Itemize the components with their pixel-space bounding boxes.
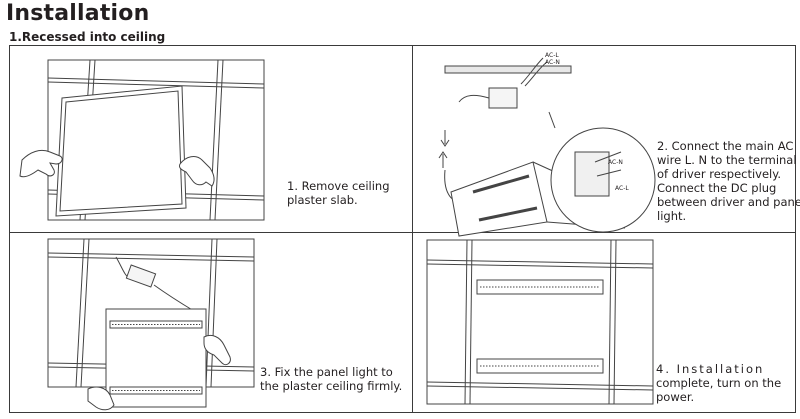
installation-steps-grid: 1. Remove ceiling plaster slab. [9,45,800,414]
driver-icon [489,88,517,108]
panel-light-icon [477,280,603,373]
grid-horizontal-divider [10,232,795,233]
step-2-line: 2. Connect the main AC [657,139,794,153]
step-3-cell: 3. Fix the panel light to the plaster ce… [10,233,412,414]
page-title: Installation [6,1,150,26]
step-3-text: 3. Fix the panel light to the plaster ce… [260,365,402,393]
ac-l-label: AC-L [615,185,629,192]
ac-n-label: AC-N [545,59,560,66]
step-1-line: plaster slab. [287,193,358,207]
step-1-line: 1. Remove ceiling [287,179,390,193]
connect-wires-illustration: AC-L AC-N AC-N AC-L [425,52,650,228]
step-3-line: 3. Fix the panel light to [260,365,393,379]
panel-light-icon [106,309,206,407]
ceiling-slab [56,86,186,216]
step-3-line: the plaster ceiling firmly. [260,379,403,393]
hand-icon [88,387,114,410]
step-2-line: wire L. N to the terminal [657,153,797,167]
step-4-cell: 4. Installation complete, turn on the po… [413,233,797,414]
step-2-line: of driver respectively. [657,167,782,181]
step-2-line: Connect the DC plug [657,181,777,195]
hand-icon [179,157,214,186]
step-2-line: light. [657,209,687,223]
arrow-icon [441,130,449,146]
remove-ceiling-slab-illustration [20,60,270,226]
fix-panel-illustration [18,239,258,413]
arrow-icon [439,152,447,168]
installation-complete-illustration [427,240,653,408]
step-4-text: 4. Installation complete, turn on the po… [656,362,781,404]
section-subtitle: 1.Recessed into ceiling [9,30,166,44]
panel-light-icon [451,162,547,236]
step-2-text: 2. Connect the main AC wire L. N to the … [657,139,800,223]
ac-l-label: AC-L [545,52,559,59]
step-4-line: power. [656,390,695,404]
ac-n-label: AC-N [608,159,623,166]
grid-vertical-divider [412,46,413,412]
step-2-line: between driver and panel [657,195,800,209]
step-1-text: 1. Remove ceiling plaster slab. [287,179,390,207]
step-4-line: complete, turn on the [656,376,782,390]
step-2-cell: AC-L AC-N AC-N AC-L 2. Connect the main … [413,46,800,232]
step-4-line: 4. Installation [656,362,765,376]
driver-icon [126,265,155,287]
hand-icon [20,150,62,176]
step-1-cell: 1. Remove ceiling plaster slab. [10,46,412,232]
hand-icon [204,335,230,364]
